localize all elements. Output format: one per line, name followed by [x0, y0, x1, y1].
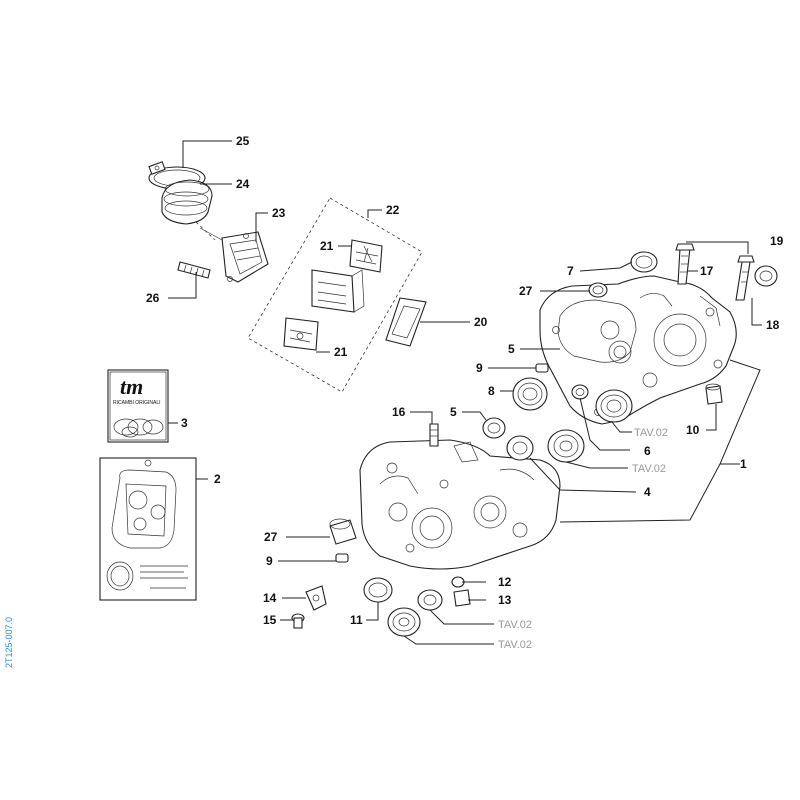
callout-19: 19: [770, 234, 784, 248]
reed-block-23: [199, 227, 269, 283]
callout-3: 3: [181, 416, 188, 430]
dowel-27-top: [588, 282, 608, 298]
bearing-lower-b: [387, 607, 421, 637]
bolt-15: [291, 613, 305, 629]
callout-27-bottom: 27: [264, 530, 278, 544]
bearing-6: [595, 389, 633, 423]
bolt-26: [177, 261, 211, 279]
callout-15: 15: [263, 613, 277, 627]
callout-13: 13: [498, 593, 512, 607]
reed-cage-center: [311, 269, 365, 313]
callout-27-top: 27: [519, 284, 533, 298]
callout-12: 12: [498, 575, 512, 589]
reference-labels: TAV.02 TAV.02 TAV.02 TAV.02: [498, 427, 668, 651]
stud-17: [675, 243, 695, 285]
callout-24: 24: [236, 177, 250, 191]
gasket-20: [385, 297, 427, 347]
callout-26: 26: [146, 291, 160, 305]
callout-5-bottom: 5: [450, 405, 457, 419]
callout-21-top: 21: [320, 239, 334, 253]
document-id: 2T125-007.0: [4, 617, 14, 668]
callout-2: 2: [214, 472, 221, 486]
sleeve-10: [705, 383, 723, 405]
callout-5-top: 5: [508, 342, 515, 356]
callout-25: 25: [236, 134, 250, 148]
oil-seal-7: [630, 251, 658, 273]
callout-9-top: 9: [476, 361, 483, 375]
bracket-14: [305, 585, 327, 611]
reed-petal-21-bottom: [283, 317, 319, 351]
callout-6: 6: [644, 444, 651, 458]
pin-9-top: [535, 363, 549, 373]
callout-16: 16: [392, 405, 406, 419]
pin-9-bottom: [335, 553, 349, 563]
callout-18: 18: [766, 318, 780, 332]
bearing-lower-a: [417, 589, 443, 611]
callout-23: 23: [272, 206, 286, 220]
brand-logo: tm: [120, 374, 143, 399]
plug-13: [453, 589, 471, 607]
bearing-lower-right: [547, 429, 585, 463]
seal-5-bottom: [482, 417, 506, 439]
ref-tav02-4: TAV.02: [498, 639, 532, 651]
reed-petal-21-top: [349, 239, 383, 273]
crankcase-left-half: [359, 439, 561, 570]
callout-14: 14: [263, 591, 277, 605]
stud-19-right: [735, 255, 755, 301]
callout-17: 17: [700, 264, 714, 278]
stud-16: [429, 423, 439, 447]
leader-lines: [168, 140, 762, 645]
callout-8: 8: [488, 384, 495, 398]
callout-21-bottom: 21: [334, 345, 348, 359]
ref-tav02-3: TAV.02: [498, 619, 532, 631]
seal-kit-package-3: tm RICAMBI ORIGINALI: [107, 369, 169, 443]
crankcase-right-half: [539, 275, 737, 425]
reed-valve-kit-22: [247, 197, 423, 393]
callout-1: 1: [740, 457, 747, 471]
callout-4: 4: [644, 485, 651, 499]
seal-5-top: [571, 384, 589, 400]
callout-7: 7: [567, 264, 574, 278]
callout-22: 22: [386, 203, 400, 217]
callout-9-bottom: 9: [266, 554, 273, 568]
seal-18: [754, 265, 778, 287]
seal-11: [363, 577, 393, 603]
brand-subtitle: RICAMBI ORIGINALI: [113, 400, 161, 406]
dowel-27-bottom: [329, 518, 357, 545]
callout-10: 10: [686, 423, 700, 437]
callout-labels: 25 24 23 26 22 21 21 20 19 18 17 7 27 5 …: [146, 134, 784, 627]
intake-manifold-24: [161, 179, 216, 241]
callout-11: 11: [350, 613, 363, 627]
callout-20: 20: [474, 315, 488, 329]
bearing-8: [512, 377, 548, 411]
ref-tav02-1: TAV.02: [634, 427, 668, 439]
ref-tav02-2: TAV.02: [632, 463, 666, 475]
gasket-kit-package-2: [99, 457, 197, 601]
seal-4: [506, 435, 534, 461]
